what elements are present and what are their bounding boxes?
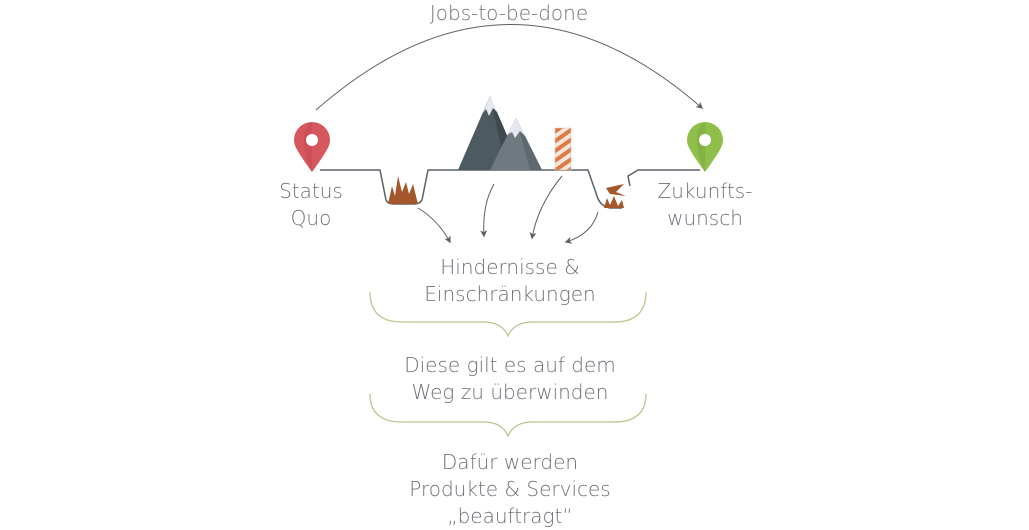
- goal-label-line-2: wunsch: [667, 206, 743, 230]
- start-label-line-1: Status: [279, 179, 343, 203]
- start-pin-icon: [294, 122, 330, 172]
- overcome-label-line-1: Diese gilt es auf dem: [404, 353, 616, 377]
- goal-label-line-1: Zukunfts-: [657, 179, 753, 203]
- overcome-label: Diese gilt es auf dem Weg zu überwinden: [360, 352, 660, 406]
- services-label: Dafür werden Produkte & Services „beauft…: [360, 449, 660, 530]
- obstacles-label: Hindernisse & Einschränkungen: [360, 254, 660, 308]
- services-label-line-3: „beauftragt“: [447, 504, 573, 528]
- obstacle-arrow-4: [564, 211, 599, 244]
- services-label-line-2: Produkte & Services: [409, 477, 611, 501]
- goal-pin-icon: [687, 122, 723, 172]
- obstacles-label-line-1: Hindernisse &: [440, 255, 580, 279]
- obstacle-arrow-2: [480, 183, 495, 238]
- brace-2: [369, 393, 647, 438]
- barrier-post-icon: [554, 127, 572, 171]
- broken-bridge-icon: [604, 184, 626, 208]
- obstacle-arrow-1: [417, 207, 451, 244]
- thorn-bush-icon: [388, 176, 418, 204]
- obstacle-arrow-3: [529, 175, 563, 240]
- obstacles-label-line-2: Einschränkungen: [424, 282, 596, 306]
- start-label: Status Quo: [266, 178, 356, 232]
- goal-label: Zukunfts- wunsch: [640, 178, 770, 232]
- services-label-line-1: Dafür werden: [441, 450, 579, 474]
- start-label-line-2: Quo: [290, 206, 332, 230]
- journey-arc: [315, 24, 704, 111]
- diagram-title: Jobs-to-be-done: [414, 0, 604, 27]
- overcome-label-line-2: Weg zu überwinden: [411, 380, 609, 404]
- diagram-title-text: Jobs-to-be-done: [429, 1, 589, 25]
- mountain-icon: [458, 96, 542, 170]
- brace-1: [369, 291, 647, 338]
- journey-path: [320, 169, 700, 209]
